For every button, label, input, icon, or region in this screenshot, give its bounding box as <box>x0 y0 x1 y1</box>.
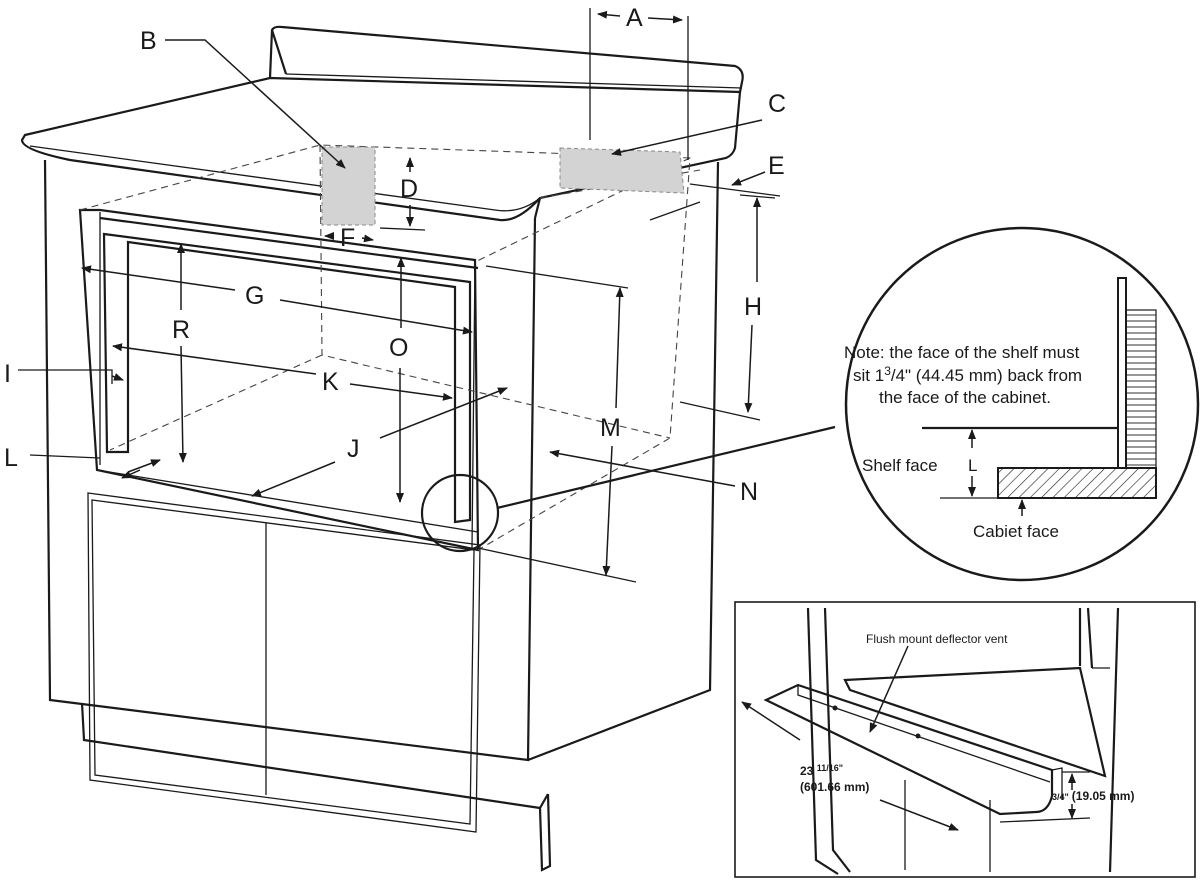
label-g: G <box>245 282 264 310</box>
label-k: K <box>322 368 339 396</box>
detail-note-line1: Note: the face of the shelf must <box>844 343 1080 362</box>
deflector-vent <box>763 683 1054 816</box>
label-e: E <box>768 152 785 180</box>
label-b: B <box>140 27 157 55</box>
label-a: A <box>626 4 643 32</box>
cabinet-body <box>43 159 720 762</box>
backsplash <box>268 25 744 93</box>
detail-note-line2: sit 13/4" (44.45 mm) back from <box>853 364 1082 385</box>
lower-doors <box>87 492 481 833</box>
label-f: F <box>340 224 355 252</box>
vent-width-mm: (601.66 mm) <box>800 780 869 794</box>
label-h: H <box>744 293 762 321</box>
opening-frame <box>99 216 479 524</box>
cabinet-face-label: Cabiet face <box>973 522 1059 541</box>
vent-zone-b <box>321 146 376 226</box>
vent-height-label: 3/4"(19.05 mm) <box>1052 789 1134 803</box>
label-l: L <box>4 444 18 472</box>
vent-label: Flush mount deflector vent <box>866 632 1008 646</box>
hidden-lines <box>79 144 701 551</box>
detail-callout-circle <box>420 473 500 553</box>
oven-opening <box>78 208 480 552</box>
label-o: O <box>389 334 408 362</box>
label-j: J <box>347 435 360 463</box>
countertop <box>20 76 742 222</box>
vent-width-label: 23 11/16" <box>800 763 843 778</box>
label-r: R <box>172 316 190 344</box>
detail-note-line3: the face of the cabinet. <box>879 388 1051 407</box>
shelf-detail: Note: the face of the shelf must sit 13/… <box>844 226 1200 582</box>
vent-zone-c <box>559 147 685 194</box>
dimension-lines <box>18 8 836 583</box>
label-d: D <box>400 175 418 203</box>
cabinet <box>20 25 744 872</box>
toe-kick <box>80 702 552 872</box>
label-m: M <box>600 414 621 442</box>
label-c: C <box>768 90 786 118</box>
label-n: N <box>740 478 758 506</box>
dimension-letters: A B C D E F G H I J K L M N O R <box>4 4 786 506</box>
deflector-vent-inset: Flush mount deflector vent 23 11/16" (60… <box>734 601 1196 878</box>
shelf-face-label: Shelf face <box>862 456 938 475</box>
detail-l-label: L <box>968 456 977 475</box>
label-i: I <box>4 360 11 388</box>
